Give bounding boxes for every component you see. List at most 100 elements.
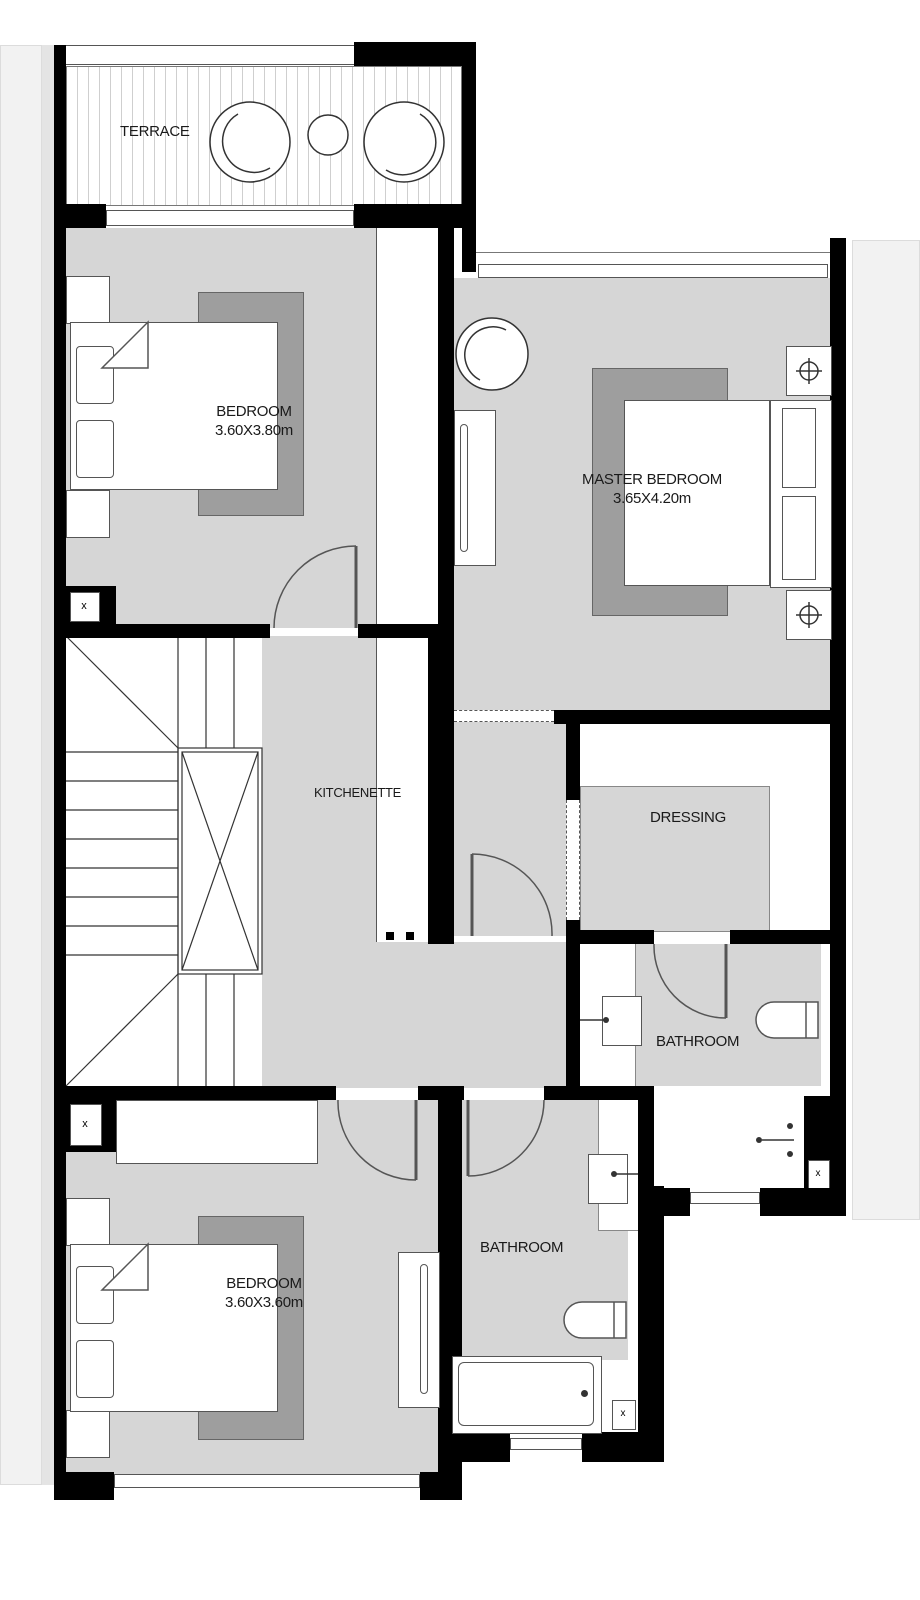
door-corridor-icon[interactable] — [470, 852, 560, 942]
shaft-shower-marker: x — [815, 1168, 821, 1179]
tv-screen-master — [460, 424, 468, 552]
staircase-icon — [65, 635, 263, 1087]
wall-bedroom-top-bottom-right — [358, 624, 454, 638]
opening-dressing — [566, 800, 580, 920]
pillow-master-1 — [782, 408, 816, 488]
hallway-floor — [376, 942, 570, 1088]
neighbor-unit-right — [852, 240, 920, 1220]
pillow-bottom-2 — [76, 1340, 114, 1398]
shaft-bathroom-marker: x — [620, 1408, 626, 1419]
wall-corridor-dressing-low — [566, 920, 580, 1088]
nightstand-top-1 — [66, 276, 110, 324]
kitchenette-label: KITCHENETTE — [314, 785, 401, 800]
bed-fold-icon — [100, 320, 149, 369]
toilet-icon — [755, 1001, 819, 1039]
master-bedroom-name: MASTER BEDROOM — [582, 471, 722, 488]
pillow-top-2 — [76, 420, 114, 478]
bedroom-top-label: BEDROOM 3.60X3.80m — [196, 402, 312, 440]
wall-bedroom-bottom-bottom-left — [54, 1472, 114, 1500]
window-master — [476, 252, 830, 278]
kitchenette-floor — [262, 636, 376, 1088]
window-master-frame — [478, 264, 828, 278]
wall-corridor-dressing — [566, 710, 580, 800]
opening-master-corridor — [454, 710, 554, 722]
stair-area — [66, 636, 262, 1086]
toilet-icon — [563, 1301, 627, 1339]
wall-master-bottom — [554, 710, 846, 724]
lamp-icon — [796, 358, 822, 384]
terrace-label: TERRACE — [120, 123, 190, 140]
door-bathroom-bottom-icon[interactable] — [466, 1099, 550, 1180]
wall-bath-master-bottom — [566, 1086, 654, 1100]
lamp-icon — [796, 602, 822, 628]
nightstand-bottom-1 — [66, 1198, 110, 1246]
wall-exterior-left — [54, 45, 66, 1500]
window-bedroom-top — [106, 210, 354, 226]
shaft-top-marker: x — [81, 600, 87, 612]
wall-spine — [438, 228, 454, 716]
wall-exterior-right — [830, 238, 846, 1216]
bed-fold-icon — [100, 1242, 149, 1291]
master-bedroom-label: MASTER BEDROOM 3.65X4.20m — [560, 470, 744, 508]
wall-dressing-bottom-right — [730, 930, 846, 944]
dressing-floor — [580, 786, 770, 932]
wall-dressing-bottom — [566, 930, 654, 944]
wall-terrace-bottom-right — [354, 204, 462, 228]
bathroom-bottom-label: BATHROOM — [480, 1239, 564, 1256]
shaft-bathroom — [612, 1400, 636, 1430]
wall-terrace-bottom-left — [54, 204, 106, 228]
faucet-icon — [580, 1017, 609, 1023]
wall-bedroom-top-bottom — [54, 624, 270, 638]
pillow-top-1 — [76, 346, 114, 404]
bathtub-drain-icon — [581, 1390, 588, 1397]
bathtub — [452, 1356, 602, 1434]
bedroom-top-wardrobe — [376, 228, 439, 628]
terrace-chair-icon — [363, 101, 445, 183]
window-bedroom-bottom — [114, 1474, 420, 1488]
pillow-bottom-1 — [76, 1266, 114, 1324]
terrace-table-icon — [307, 114, 349, 156]
window-shower — [690, 1192, 760, 1204]
wall-bathroom-bottom-bottom — [462, 1432, 510, 1462]
shaft-top — [70, 592, 100, 622]
kitchenette-stove — [386, 932, 394, 940]
bedroom-bottom-name: BEDROOM — [226, 1275, 302, 1292]
door-bedroom-top-icon[interactable] — [272, 544, 362, 634]
terrace-railing — [66, 45, 354, 65]
bathtub-inner — [458, 1362, 594, 1426]
door-bedroom-bottom-icon[interactable] — [336, 1099, 422, 1184]
armchair-icon — [455, 317, 529, 391]
pillow-master-2 — [782, 496, 816, 580]
sink-bottom — [588, 1154, 628, 1204]
wall-dressing-bottom-left — [428, 930, 454, 944]
wall-shower-bottom-right — [760, 1188, 846, 1216]
window-bathroom-bottom — [510, 1438, 582, 1450]
neighbor-left-rail — [42, 45, 54, 1485]
bedroom-bottom-desk — [116, 1100, 318, 1164]
terrace-chair-icon — [209, 101, 291, 183]
bedroom-top-dimensions: 3.60X3.80m — [215, 422, 293, 439]
wall-stair-bottom — [54, 1086, 336, 1100]
bedroom-top-name: BEDROOM — [216, 403, 292, 420]
wall-bathroom-bottom-right-low — [638, 1186, 664, 1462]
wall-terrace-right — [462, 42, 476, 272]
tv-unit-bottom — [398, 1252, 440, 1408]
nightstand-top-2 — [66, 490, 110, 538]
wall-shower-bottom-left — [654, 1188, 690, 1216]
neighbor-unit-left — [0, 45, 42, 1485]
wall-bathroom-bottom-bottom-right — [582, 1432, 664, 1462]
wall-bedroom-bottom-bottom-right — [420, 1472, 462, 1500]
tv-screen-bottom — [420, 1264, 428, 1394]
bathroom-master-label: BATHROOM — [656, 1033, 740, 1050]
door-bathroom-master-icon[interactable] — [652, 943, 732, 1024]
dressing-label: DRESSING — [650, 809, 726, 826]
wall-bathroom-bottom-right — [638, 1086, 654, 1186]
wall-terrace-top — [354, 42, 476, 66]
master-bedroom-dimensions: 3.65X4.20m — [613, 490, 691, 507]
shower-area — [654, 1096, 804, 1188]
bed-master — [624, 400, 770, 586]
shaft-bottom — [70, 1104, 102, 1146]
wall-corridor-left — [438, 710, 454, 942]
kitchenette-counter — [376, 636, 429, 943]
shower-faucet-icon — [756, 1123, 794, 1157]
